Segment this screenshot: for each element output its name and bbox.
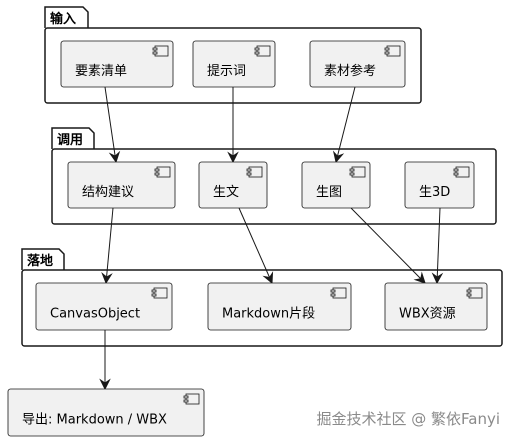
edge-line [336,86,356,157]
edge-material-to-image [332,86,356,164]
component-icon [384,45,401,57]
component-icon [349,166,366,178]
arrowhead-icon [101,272,113,285]
component-canvas[interactable]: CanvasObject [35,282,173,331]
edge-d3-to-wbx [431,207,444,285]
arrowhead-icon [108,150,121,164]
edge-line [238,207,271,278]
edge-line [106,207,114,278]
arrowhead-icon [262,271,274,285]
arrowhead-icon [99,378,111,391]
component-box[interactable] [309,40,406,88]
component-text[interactable]: 生文 [198,161,268,209]
arrowhead-icon [431,272,444,285]
component-image[interactable]: 生图 [301,161,371,209]
arrowhead-icon [413,271,426,284]
component-icon [151,287,168,299]
package-tab [21,248,65,270]
edge-line [350,207,422,280]
edges-layer [99,86,444,391]
component-label: 生文 [213,185,239,200]
component-label: 提示词 [207,63,246,79]
component-box[interactable] [384,282,488,331]
arrowhead-icon [227,151,239,164]
component-box[interactable] [67,161,176,209]
package-label: 输入 [50,11,76,27]
edge-image-to-wbx [350,207,426,284]
edge-prompt-to-text [227,87,239,164]
package-label: 调用 [57,133,83,148]
component-label: 要素清单 [75,64,127,79]
component-icon [254,45,271,57]
component-label: 生3D [419,185,450,200]
component-icon [246,166,263,178]
component-d3[interactable]: 生3D [404,161,475,209]
edge-text-to-mdpiece [238,207,274,285]
edge-elements-to-suggest [104,86,121,164]
component-icon [152,45,169,57]
component-wbx[interactable]: WBX资源 [384,282,488,331]
component-mdpiece[interactable]: Markdown片段 [207,282,352,331]
component-label: WBX资源 [399,307,456,322]
component-box[interactable] [60,40,174,88]
component-prompt[interactable]: 提示词 [192,40,276,88]
component-box[interactable] [7,388,205,437]
edge-canvas-to-export [99,330,111,391]
arrowhead-icon [332,150,345,164]
component-icon [154,166,171,178]
component-box[interactable] [207,282,352,331]
component-label: 生图 [316,185,342,200]
edge-line [436,207,441,278]
component-label: CanvasObject [50,307,140,322]
edge-line [104,86,116,157]
component-icon [466,287,483,299]
component-icon [330,287,347,299]
component-box[interactable] [192,40,276,88]
package-tab [44,6,89,28]
component-box[interactable] [35,282,173,331]
component-icon [453,166,470,178]
package-tab [51,127,95,149]
component-elements[interactable]: 要素清单 [60,40,174,88]
component-label: 结构建议 [82,185,134,200]
component-export[interactable]: 导出: Markdown / WBX [7,388,205,437]
component-label: 导出: Markdown / WBX [22,413,167,428]
component-material[interactable]: 素材参考 [309,40,406,88]
package-label: 落地 [27,253,53,269]
component-label: Markdown片段 [222,307,315,322]
edge-suggest-to-canvas [101,207,114,285]
watermark-text: 掘金技术社区 @ 繁依Fanyi [316,410,500,428]
component-suggest[interactable]: 结构建议 [67,161,176,209]
component-label: 素材参考 [324,63,376,79]
component-icon [183,393,200,405]
